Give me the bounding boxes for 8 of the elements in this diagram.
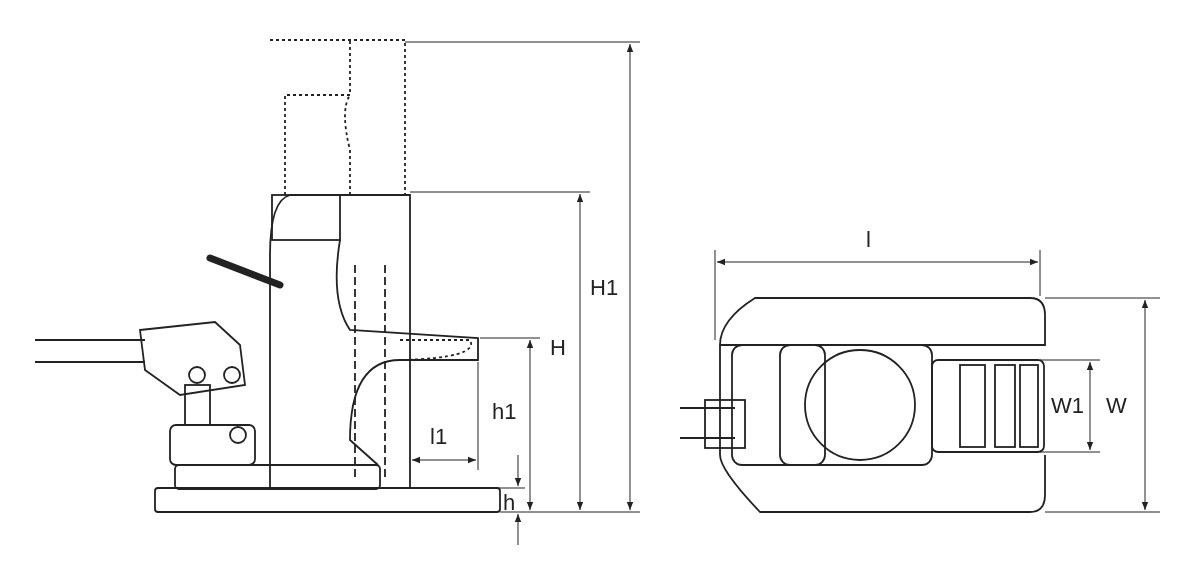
dimension-label: H1 [590,276,619,300]
dimension-label: h1 [492,400,517,424]
dimension-label: H [550,336,566,360]
dimension-label: l [866,228,871,252]
dimension-label: W [1106,394,1127,418]
dimension-label: W1 [1051,394,1084,418]
dimension-label: l1 [430,425,448,449]
dimension-label: h [503,491,516,515]
